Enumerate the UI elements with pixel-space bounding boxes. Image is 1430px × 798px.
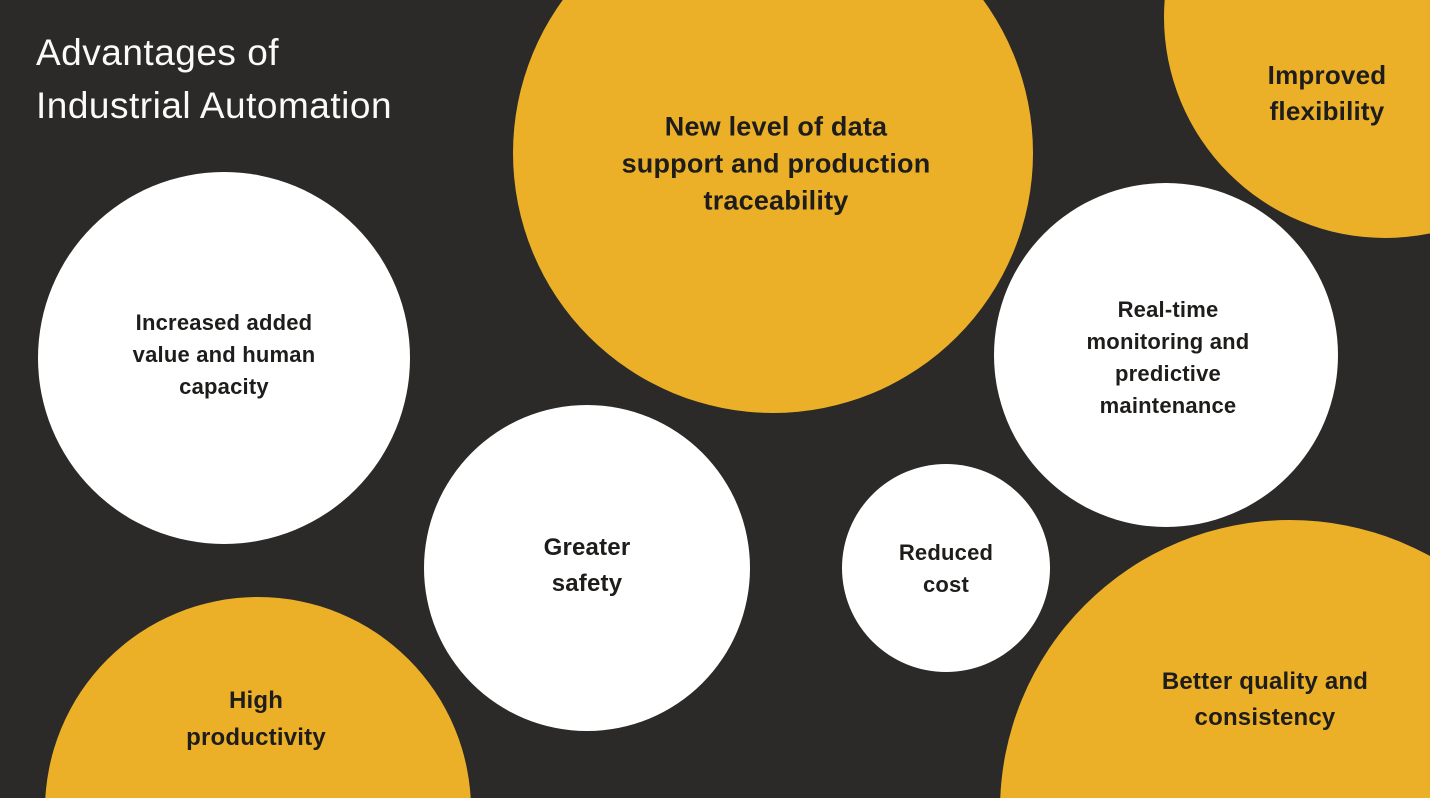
bubble-increased-value	[38, 172, 410, 544]
label-line: Greater	[543, 534, 631, 561]
bubble-better-quality-label: Better quality and consistency	[1162, 664, 1368, 736]
label-line: cost	[922, 572, 970, 597]
bubble-increased-value-label: Increased added value and human capacity	[133, 307, 316, 403]
label-line: productivity	[186, 724, 326, 751]
bubble-realtime-monitoring-label: Real-time monitoring and predictive main…	[1087, 294, 1250, 422]
label-line: capacity	[179, 374, 269, 399]
bubble-improved-flexibility-label: Improved flexibility	[1268, 57, 1387, 129]
label-line: value and human	[132, 342, 316, 367]
bubble-reduced-cost-label: Reduced cost	[899, 537, 993, 601]
page-title-line: Industrial Automation	[36, 85, 393, 126]
label-line: traceability	[703, 185, 849, 216]
label-line: New level of data	[664, 111, 888, 142]
label-line: consistency	[1194, 704, 1336, 731]
bubble-greater-safety-label: Greater safety	[544, 530, 631, 602]
label-line: Increased added	[135, 310, 313, 335]
label-line: maintenance	[1099, 393, 1237, 418]
page-title-line: Advantages of	[36, 32, 280, 73]
label-line: Real-time	[1117, 297, 1219, 322]
label-line: High	[228, 687, 284, 714]
label-line: support and production	[621, 148, 931, 179]
bubble-reduced-cost	[842, 464, 1050, 672]
bubble-better-quality	[1000, 520, 1430, 798]
page-title: Advantages of Industrial Automation	[36, 26, 392, 132]
label-line: predictive	[1115, 361, 1221, 386]
label-line: monitoring and	[1086, 329, 1250, 354]
bubble-data-support	[513, 0, 1033, 413]
label-line: Better quality and	[1161, 668, 1369, 695]
bubble-greater-safety	[424, 405, 750, 731]
label-line: flexibility	[1269, 96, 1385, 126]
bubble-data-support-label: New level of data support and production…	[622, 109, 931, 220]
bubble-realtime-monitoring	[994, 183, 1338, 527]
label-line: safety	[551, 570, 623, 597]
label-line: Improved	[1267, 60, 1387, 90]
bubble-high-productivity-label: High productivity	[186, 682, 326, 756]
label-line: Reduced	[898, 540, 994, 565]
